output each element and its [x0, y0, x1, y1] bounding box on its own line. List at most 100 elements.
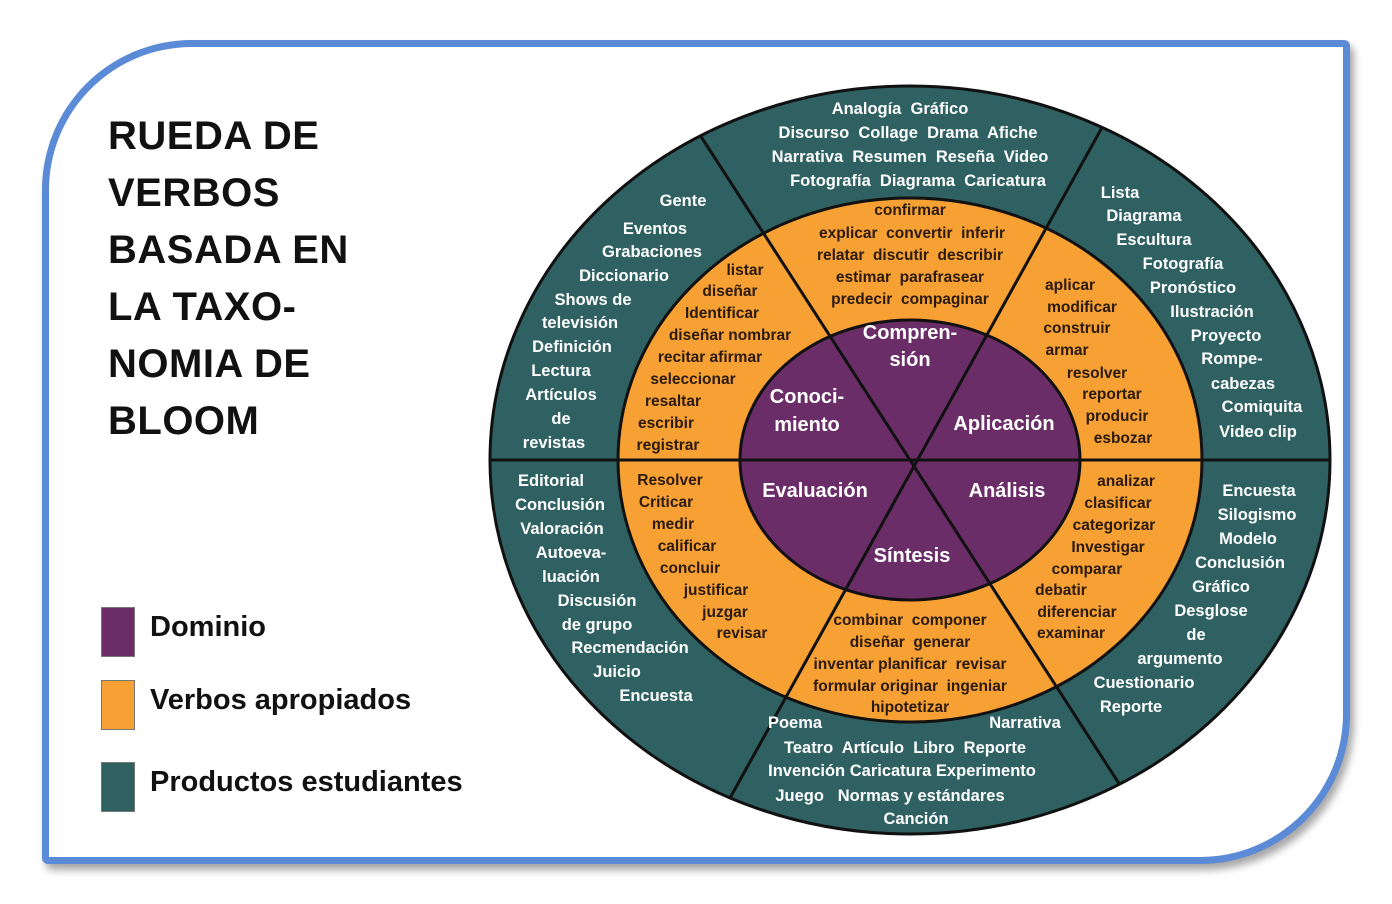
product-sintesis: Canción	[883, 810, 948, 828]
title-line: LA TAXO-	[108, 285, 297, 329]
product-analisis: Modelo	[1219, 530, 1277, 548]
verb-evaluacion: revisar	[717, 625, 768, 642]
verb-sintesis: hipotetizar	[871, 699, 949, 716]
verb-evaluacion: calificar	[658, 538, 717, 555]
domain-label: Compren-	[863, 322, 957, 344]
verb-conocimiento: Identificar	[685, 305, 759, 322]
verb-aplicacion: construir	[1043, 320, 1110, 337]
verb-evaluacion: concluir	[660, 560, 720, 577]
product-evaluacion: Autoeva-	[536, 544, 607, 562]
divider-line	[678, 103, 1142, 817]
product-conocimiento: Artículos	[525, 386, 597, 404]
verb-analisis: debatir	[1035, 582, 1087, 599]
product-analisis: argumento	[1137, 650, 1222, 668]
verb-comprension: confirmar	[874, 202, 946, 219]
product-conocimiento: Diccionario	[579, 267, 669, 285]
product-conocimiento: Definición	[532, 338, 612, 356]
product-conocimiento: de	[551, 410, 570, 428]
product-evaluacion: Discusión	[558, 592, 637, 610]
verb-conocimiento: diseñar	[702, 283, 757, 300]
verb-sintesis: diseñar generar	[850, 634, 971, 651]
verb-analisis: analizar	[1097, 473, 1155, 490]
product-aplicacion: Pronóstico	[1150, 279, 1236, 297]
domain-label: Aplicación	[953, 413, 1054, 435]
product-conocimiento: Shows de	[554, 291, 631, 309]
verb-conocimiento: resaltar	[645, 393, 701, 410]
verb-analisis: Investigar	[1071, 539, 1144, 556]
verb-evaluacion: juzgar	[701, 604, 748, 621]
verb-sintesis: inventar planificar revisar	[814, 656, 1007, 673]
legend-swatch-purple	[101, 607, 135, 657]
product-conocimiento: Eventos	[623, 220, 687, 238]
verb-sintesis: formular originar ingeniar	[813, 678, 1007, 695]
product-comprension: Discurso Collage Drama Afiche	[779, 124, 1038, 142]
verb-analisis: categorizar	[1073, 517, 1156, 534]
product-evaluacion: de grupo	[562, 616, 633, 634]
divider-line	[718, 103, 1117, 817]
product-sintesis: Teatro Artículo Libro Reporte	[784, 739, 1026, 757]
legend-swatch-teal	[101, 762, 135, 812]
product-evaluacion: Editorial	[518, 472, 584, 490]
product-sintesis: Invención Caricatura Experimento	[768, 762, 1036, 780]
verb-comprension: estimar parafrasear	[836, 269, 984, 286]
product-evaluacion: luación	[542, 568, 600, 586]
verb-evaluacion: medir	[652, 516, 694, 533]
product-conocimiento: Grabaciones	[602, 243, 702, 261]
product-analisis: Cuestionario	[1094, 674, 1195, 692]
product-aplicacion: Lista	[1101, 184, 1140, 202]
domain-label: miento	[774, 414, 840, 436]
product-aplicacion: Rompe-	[1201, 350, 1262, 368]
domain-label: Evaluación	[762, 480, 868, 502]
verb-analisis: diferenciar	[1037, 604, 1116, 621]
verb-conocimiento: diseñar nombrar	[669, 327, 791, 344]
verb-aplicacion: reportar	[1082, 386, 1141, 403]
product-conocimiento: revistas	[523, 434, 585, 452]
domain-label: sión	[889, 349, 930, 371]
verb-aplicacion: armar	[1045, 342, 1088, 359]
product-aplicacion: Comiquita	[1222, 398, 1303, 416]
verb-comprension: relatar discutir describir	[817, 247, 1003, 264]
sector-dividers	[490, 103, 1330, 817]
product-analisis: Gráfico	[1192, 578, 1250, 596]
product-conocimiento: televisión	[542, 314, 618, 332]
legend-label: Verbos apropiados	[150, 684, 412, 716]
verb-aplicacion: modificar	[1047, 299, 1117, 316]
verb-aplicacion: aplicar	[1045, 277, 1095, 294]
product-aplicacion: Ilustración	[1170, 303, 1253, 321]
product-conocimiento: Lectura	[531, 362, 591, 380]
title-line: NOMIA DE	[108, 342, 311, 386]
verb-comprension: explicar convertir inferir	[819, 225, 1005, 242]
verb-aplicacion: esbozar	[1094, 430, 1153, 447]
legend-label: Dominio	[150, 611, 266, 643]
verb-evaluacion: justificar	[683, 582, 749, 599]
product-evaluacion: Encuesta	[619, 687, 693, 705]
product-comprension: Fotografía Diagrama Caricatura	[790, 172, 1047, 190]
title-line: RUEDA DE	[108, 114, 320, 158]
legend-swatch-orange	[101, 680, 135, 730]
title-line: BASADA EN	[108, 228, 349, 272]
product-evaluacion: Valoración	[520, 520, 603, 538]
product-comprension: Analogía Gráfico	[832, 100, 969, 118]
product-evaluacion: Conclusión	[515, 496, 605, 514]
verb-conocimiento: escribir	[638, 415, 694, 432]
product-sintesis: Juego Normas y estándares	[775, 787, 1004, 805]
verb-comprension: predecir compaginar	[831, 291, 989, 308]
product-analisis: Encuesta	[1222, 482, 1296, 500]
verb-analisis: clasificar	[1084, 495, 1151, 512]
legend-label: Productos estudiantes	[150, 766, 463, 798]
verb-evaluacion: Criticar	[639, 494, 693, 511]
product-aplicacion: Fotografía	[1143, 255, 1224, 273]
verb-evaluacion: Resolver	[637, 472, 702, 489]
verb-sintesis: combinar componer	[833, 612, 986, 629]
verb-aplicacion: producir	[1086, 408, 1149, 425]
product-analisis: Silogismo	[1218, 506, 1297, 524]
domain-label: Conoci-	[770, 386, 844, 408]
verb-conocimiento: listar	[726, 262, 763, 279]
title-line: VERBOS	[108, 171, 280, 215]
verb-conocimiento: recitar afirmar	[658, 349, 762, 366]
product-evaluacion: Juicio	[593, 663, 641, 681]
verb-analisis: examinar	[1037, 625, 1105, 642]
product-aplicacion: Video clip	[1219, 423, 1297, 441]
product-analisis: de	[1186, 626, 1205, 644]
